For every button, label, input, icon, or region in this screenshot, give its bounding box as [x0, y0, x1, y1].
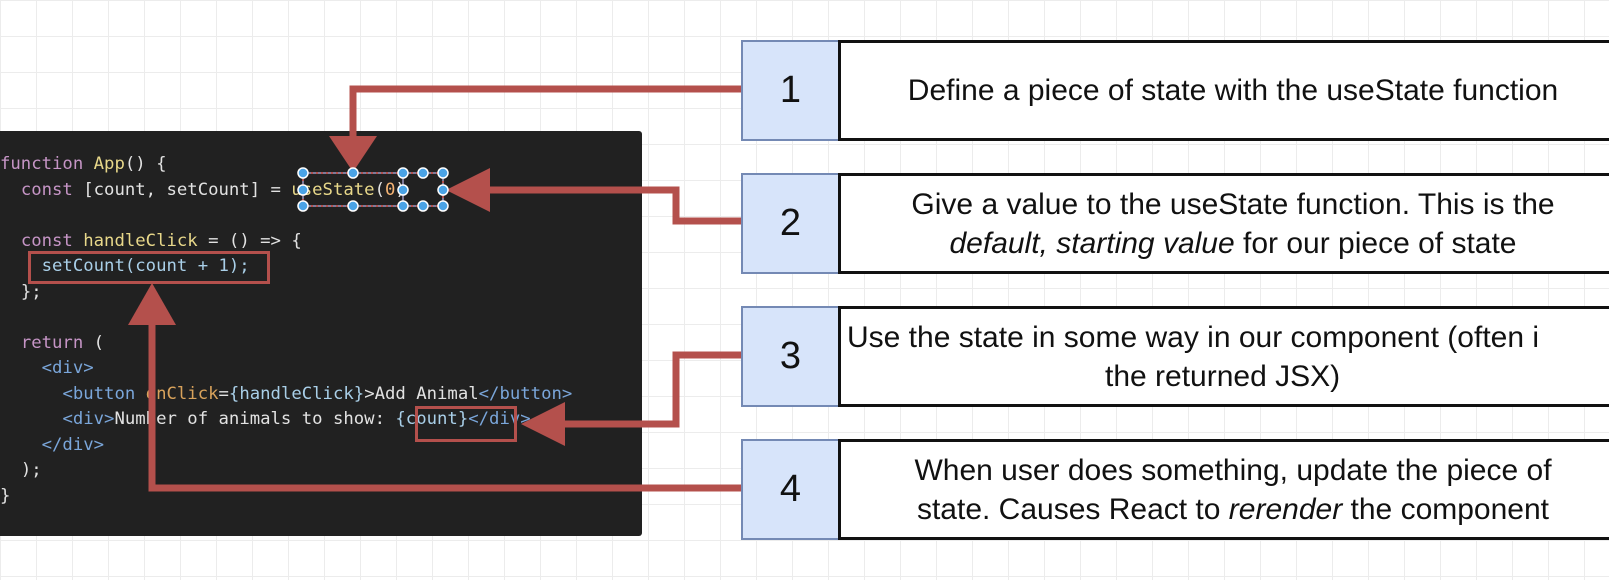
step-4-line-2: state. Causes React to rerender the comp…: [914, 490, 1551, 529]
selection-handle[interactable]: [297, 184, 309, 196]
keyword-function: function: [0, 154, 84, 174]
selection-handle[interactable]: [397, 184, 409, 196]
arrow-3-head: [521, 402, 565, 446]
code-line-1: function App() {: [0, 152, 572, 178]
selection-handle[interactable]: [397, 200, 409, 212]
step-4-end: the component: [1342, 492, 1550, 526]
step-text-4: When user does something, update the pie…: [838, 439, 1609, 540]
arrow-4-head: [128, 283, 176, 325]
code-punct: (: [83, 332, 105, 353]
keyword-return: return: [20, 332, 84, 353]
jsx-div-text: Number of animals to show:: [114, 409, 396, 429]
jsx-div-open: <div>: [62, 409, 115, 429]
step-row-3: 3 Use the state in some way in our compo…: [741, 306, 1609, 407]
code-punct: =: [218, 383, 229, 404]
jsx-count-expression: {count}: [395, 409, 469, 429]
setcount-highlight-box: [28, 251, 270, 284]
code-punct: };: [20, 281, 42, 302]
code-line-13: );: [0, 458, 572, 484]
step-row-2: 2 Give a value to the useState function.…: [741, 173, 1609, 274]
selection-handle[interactable]: [347, 167, 359, 179]
step-4-line-1: When user does something, update the pie…: [914, 453, 1552, 487]
arrow-3-path: [565, 351, 741, 428]
code-line-6: };: [0, 280, 572, 306]
selection-handle[interactable]: [437, 167, 449, 179]
step-number-3: 3: [741, 306, 840, 407]
setcount-call: setCount(count + 1);: [41, 256, 250, 276]
step-3-line-1: Use the state in some way in our compone…: [847, 320, 1540, 354]
step-2-rest: for our piece of state: [1234, 226, 1517, 260]
arrow-1-head: [329, 136, 377, 172]
jsx-onclick-value: {handleClick}: [228, 383, 365, 404]
code-panel: [0, 131, 642, 536]
step-number-4: 4: [741, 439, 840, 540]
arrow-2-head: [446, 168, 490, 212]
keyword-const: const: [20, 230, 73, 251]
function-name: App: [93, 154, 125, 174]
code-block: function App() { const [count, setCount]…: [0, 152, 572, 509]
step-2-line-2: default, starting value for our piece of…: [911, 224, 1554, 263]
step-2-italic: default, starting value: [949, 226, 1235, 260]
code-line-5: setCount(count + 1);: [0, 254, 572, 280]
step-number-2: 2: [741, 173, 840, 274]
selection-handle[interactable]: [417, 167, 429, 179]
step-number-1: 1: [741, 40, 840, 141]
step-1-description: Define a piece of state with the useStat…: [907, 74, 1559, 107]
code-punct: () {: [124, 154, 167, 174]
selection-handle[interactable]: [417, 200, 429, 212]
step-4-italic: rerender: [1228, 492, 1343, 526]
step-text-1: Define a piece of state with the useStat…: [838, 40, 1609, 141]
code-line-12: </div>: [0, 433, 572, 459]
state-destructure: [count, setCount] =: [72, 179, 292, 200]
arrow-1-path: [349, 85, 741, 140]
handler-name: handleClick: [83, 230, 198, 251]
usestate-call: useState: [291, 179, 375, 200]
code-line-14: }: [0, 484, 572, 510]
jsx-div-open: <div>: [41, 358, 94, 378]
selection-handle[interactable]: [297, 200, 309, 212]
code-line-10: <button onClick={handleClick}>Add Animal…: [0, 382, 572, 408]
code-line-9: <div>: [0, 356, 572, 382]
jsx-button-open: <button: [62, 383, 136, 404]
step-4-start: state. Causes React to: [916, 492, 1229, 526]
keyword-const: const: [20, 179, 73, 200]
step-text-2: Give a value to the useState function. T…: [838, 173, 1609, 274]
arrow-2-path: [490, 186, 741, 225]
selection-handle[interactable]: [437, 184, 449, 196]
code-line-4: const handleClick = () => {: [0, 229, 572, 255]
step-text-3: Use the state in some way in our compone…: [838, 306, 1609, 407]
count-highlight-box: [415, 406, 517, 442]
selection-handle[interactable]: [397, 167, 409, 179]
code-punct: }: [0, 485, 11, 506]
step-row-4: 4 When user does something, update the p…: [741, 439, 1609, 540]
code-punct: );: [20, 460, 42, 480]
step-3-line-2: the returned JSX): [1105, 359, 1341, 393]
selection-handle[interactable]: [297, 167, 309, 179]
jsx-onclick-attr: onClick: [135, 383, 219, 404]
code-punct: = () => {: [197, 230, 302, 251]
selection-handle[interactable]: [437, 200, 449, 212]
jsx-button-text: >Add Animal: [364, 383, 479, 404]
usestate-default-value: 0: [384, 179, 396, 200]
jsx-div-close: </div>: [41, 434, 105, 455]
jsx-button-close: </button>: [478, 383, 573, 404]
code-line-2: const [count, setCount] = useState(0): [0, 178, 572, 204]
arrow-4-path: [148, 325, 741, 492]
selection-handle[interactable]: [347, 200, 359, 212]
step-2-line-1: Give a value to the useState function. T…: [911, 187, 1555, 221]
code-line-8: return (: [0, 331, 572, 357]
step-row-1: 1 Define a piece of state with the useSt…: [741, 40, 1609, 141]
